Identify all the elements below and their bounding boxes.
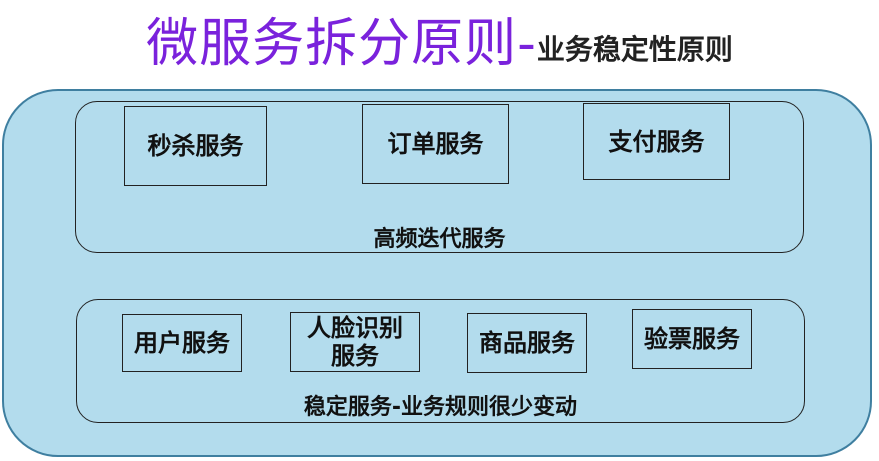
service-box-face-recognition: 人脸识别服务: [290, 312, 420, 372]
service-box-seckill: 秒杀服务: [124, 106, 267, 186]
stable-group: [76, 299, 805, 423]
page-title: 微服务拆分原则- 业务稳定性原则: [0, 2, 879, 74]
service-box-user: 用户服务: [122, 314, 242, 372]
stable-group-label: 稳定服务-业务规则很少变动: [303, 395, 578, 420]
high-frequency-group-label: 高频迭代服务: [373, 227, 506, 252]
high-frequency-group: [75, 101, 804, 253]
service-box-payment: 支付服务: [583, 103, 730, 180]
outer-container: [2, 89, 872, 457]
title-subtitle: 业务稳定性原则: [536, 33, 733, 66]
service-box-product: 商品服务: [467, 313, 587, 373]
title-main: 微服务拆分原则-: [146, 14, 537, 74]
service-box-ticket-check: 验票服务: [632, 309, 752, 369]
service-box-order: 订单服务: [362, 104, 509, 184]
